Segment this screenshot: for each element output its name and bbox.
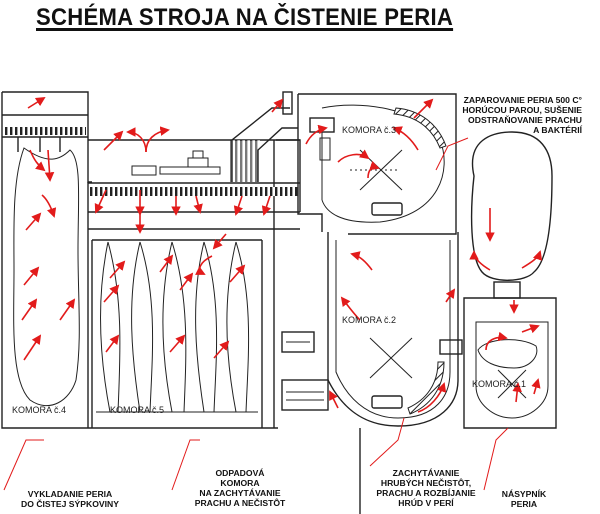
- svg-text:ODSTRAŇOVANIE PRACHU: ODSTRAŇOVANIE PRACHU: [468, 114, 582, 125]
- svg-text:HORÚCOU PAROU, SUŠENIE: HORÚCOU PAROU, SUŠENIE: [462, 104, 582, 115]
- waste-caption: ODPADOVÁ KOMORA NA ZACHYTÁVANIE PRACHU A…: [195, 468, 286, 508]
- chamber-2-cross: [369, 337, 413, 379]
- vent-slats-top: [4, 127, 298, 196]
- catch-caption: ZACHYTÁVANIE HRUBÝCH NEČISTÔT, PRACHU A …: [376, 468, 475, 508]
- svg-text:PRACHU A NEČISTÔT: PRACHU A NEČISTÔT: [195, 497, 286, 508]
- chamber-2-outlets: [281, 331, 329, 411]
- unload-caption: VYKLADANIE PERIA DO ČISTEJ SÝPKOVINY: [21, 489, 119, 509]
- chamber-3-housing: [297, 93, 457, 235]
- svg-text:DO ČISTEJ SÝPKOVINY: DO ČISTEJ SÝPKOVINY: [21, 498, 119, 509]
- diagram-title: SCHÉMA STROJA NA ČISTENIE PERIA: [36, 4, 454, 31]
- svg-text:ZACHYTÁVANIE: ZACHYTÁVANIE: [393, 468, 460, 478]
- chamber-3-rotor-hatch: [393, 107, 447, 149]
- svg-text:ZAPAROVANIE PERIA 500 C°: ZAPAROVANIE PERIA 500 C°: [464, 95, 583, 105]
- svg-text:HRUBÝCH NEČISTÔT,: HRUBÝCH NEČISTÔT,: [381, 477, 471, 488]
- steam-annotation: ZAPAROVANIE PERIA 500 C° HORÚCOU PAROU, …: [462, 95, 582, 135]
- chamber-1-cross: [497, 369, 527, 399]
- svg-text:A BAKTÉRIÍ: A BAKTÉRIÍ: [533, 125, 582, 135]
- chamber-5-bags: [96, 241, 258, 413]
- chamber-5-label: KOMORA č.5: [110, 405, 164, 415]
- leader-lines: [3, 137, 509, 491]
- hopper: [470, 131, 553, 299]
- svg-text:ODPADOVÁ: ODPADOVÁ: [215, 468, 264, 478]
- svg-text:PERIA: PERIA: [511, 499, 537, 509]
- svg-text:NÁSYPNÍK: NÁSYPNÍK: [502, 489, 547, 499]
- chamber-2-rotor-hatch: [407, 361, 445, 415]
- left-housing: [1, 91, 300, 429]
- chamber-3-label: KOMORA č.3: [342, 125, 396, 135]
- blower-fan: [131, 150, 221, 176]
- hopper-caption: NÁSYPNÍK PERIA: [502, 489, 547, 509]
- svg-text:VYKLADANIE PERIA: VYKLADANIE PERIA: [28, 489, 113, 499]
- svg-text:KOMORA: KOMORA: [220, 478, 259, 488]
- chamber-4-label: KOMORA č.4: [12, 405, 66, 415]
- airflow-arrows: [21, 96, 543, 413]
- svg-text:NA ZACHYTÁVANIE: NA ZACHYTÁVANIE: [199, 488, 280, 498]
- chamber-4-sack: [13, 147, 80, 406]
- svg-text:HRÚD V PERÍ: HRÚD V PERÍ: [398, 497, 454, 508]
- chamber-2-label: KOMORA č.2: [342, 315, 396, 325]
- svg-text:PRACHU A ROZBÍJANIE: PRACHU A ROZBÍJANIE: [376, 488, 475, 498]
- chamber-2-housing: [327, 232, 459, 514]
- chamber-1-label: KOMORA č.1: [472, 379, 526, 389]
